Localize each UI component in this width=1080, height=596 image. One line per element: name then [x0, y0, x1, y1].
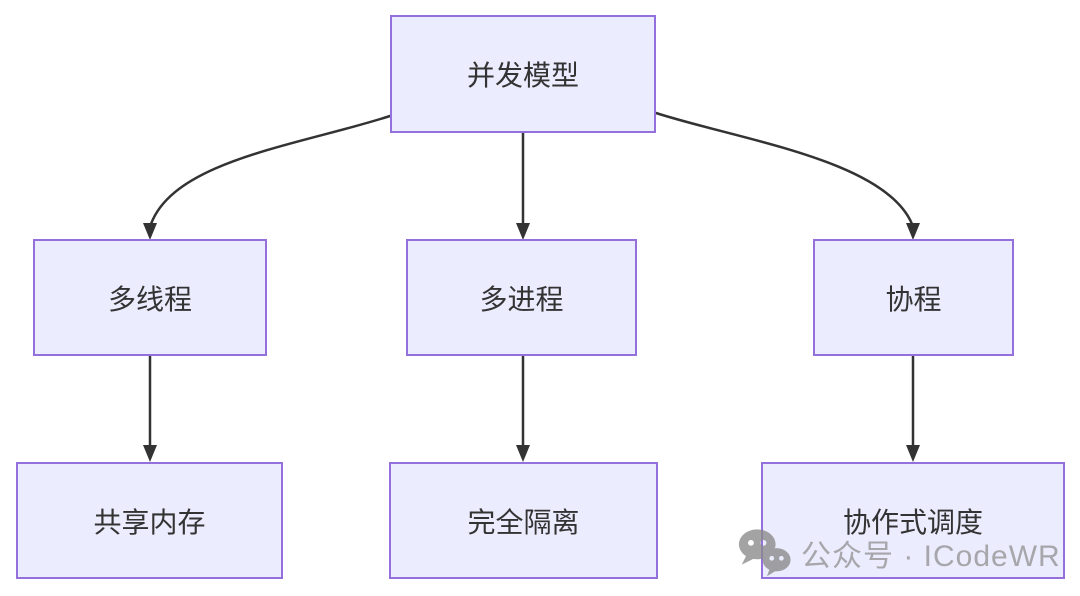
edge-concurrency-model-to-coroutine — [654, 111, 914, 226]
node-full-isolation: 完全隔离 — [389, 462, 658, 579]
arrowhead-full-isolation — [516, 445, 530, 462]
node-label: 完全隔离 — [467, 506, 580, 538]
node-multiprocessing: 多进程 — [406, 239, 637, 356]
node-cooperative-scheduling: 协作式调度 — [761, 462, 1065, 579]
node-multithreading: 多线程 — [33, 239, 267, 356]
arrowhead-cooperative-scheduling — [906, 445, 920, 462]
node-label: 协作式调度 — [842, 506, 983, 538]
node-label: 多线程 — [107, 283, 192, 315]
node-label: 共享内存 — [93, 506, 206, 538]
arrowhead-coroutine — [906, 223, 920, 240]
edge-concurrency-model-to-multithreading — [149, 114, 392, 226]
node-shared-memory: 共享内存 — [16, 462, 283, 579]
arrowhead-multiprocessing — [516, 223, 530, 240]
node-coroutine: 协程 — [813, 239, 1014, 356]
node-label: 协程 — [885, 283, 942, 315]
node-concurrency-model: 并发模型 — [390, 15, 656, 133]
node-label: 多进程 — [479, 283, 564, 315]
arrowhead-shared-memory — [143, 445, 157, 462]
arrowhead-multithreading — [143, 223, 157, 240]
node-label: 并发模型 — [466, 60, 579, 91]
